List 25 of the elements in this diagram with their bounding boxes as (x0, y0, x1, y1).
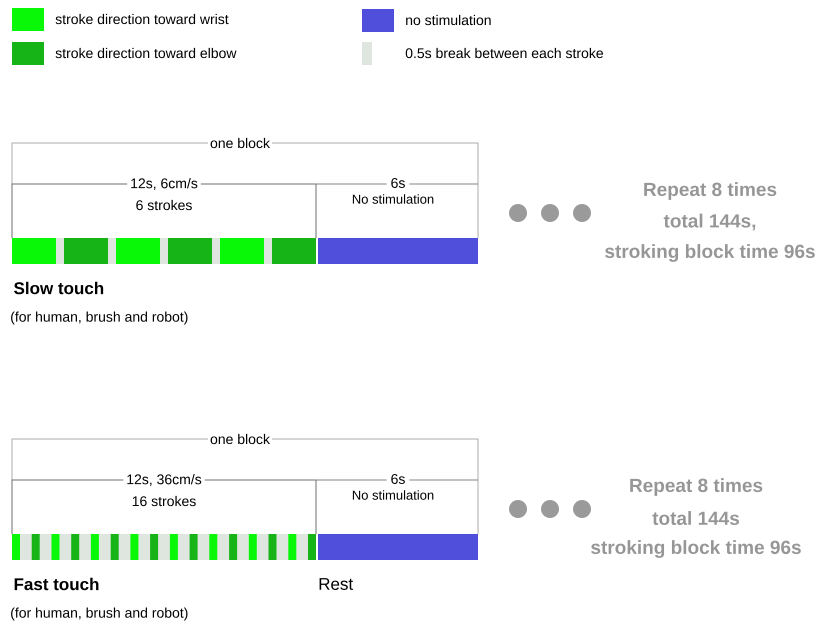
repeat-note: total 144s (652, 511, 740, 525)
bracket-label: one block (208, 136, 272, 150)
legend-label: 0.5s break between each stroke (406, 48, 603, 58)
legend-label: stroke direction toward elbow (56, 48, 236, 58)
repeat-note: total 144s, (664, 214, 756, 230)
subtitle: (for human, brush and robot) (11, 607, 188, 621)
repeat-note: stroking block time 96s (605, 244, 815, 262)
condition-title: Slow touch (14, 282, 104, 294)
rest-label: No stimulation (352, 490, 434, 500)
repeat-note: Repeat 8 times (644, 182, 776, 200)
legend-label: stroke direction toward wrist (56, 14, 229, 24)
repeat-note: Repeat 8 times (630, 478, 762, 496)
stroke-count-label: 6 strokes (136, 200, 192, 210)
legend-label: no stimulation (406, 14, 491, 26)
bracket-label: 6s (386, 177, 410, 189)
repeat-note: stroking block time 96s (591, 540, 801, 558)
stroke-count-label: 16 strokes (132, 496, 196, 506)
condition-title: Fast touch (14, 578, 98, 590)
bracket-label: 12s, 36cm/s (123, 473, 205, 487)
bracket-label: 6s (386, 473, 410, 485)
bracket-label: 12s, 6cm/s (127, 177, 201, 191)
bracket-label: one block (208, 432, 272, 446)
rest-label: No stimulation (352, 194, 434, 204)
subtitle: (for human, brush and robot) (11, 311, 188, 325)
rest-caption: Rest (320, 578, 354, 590)
